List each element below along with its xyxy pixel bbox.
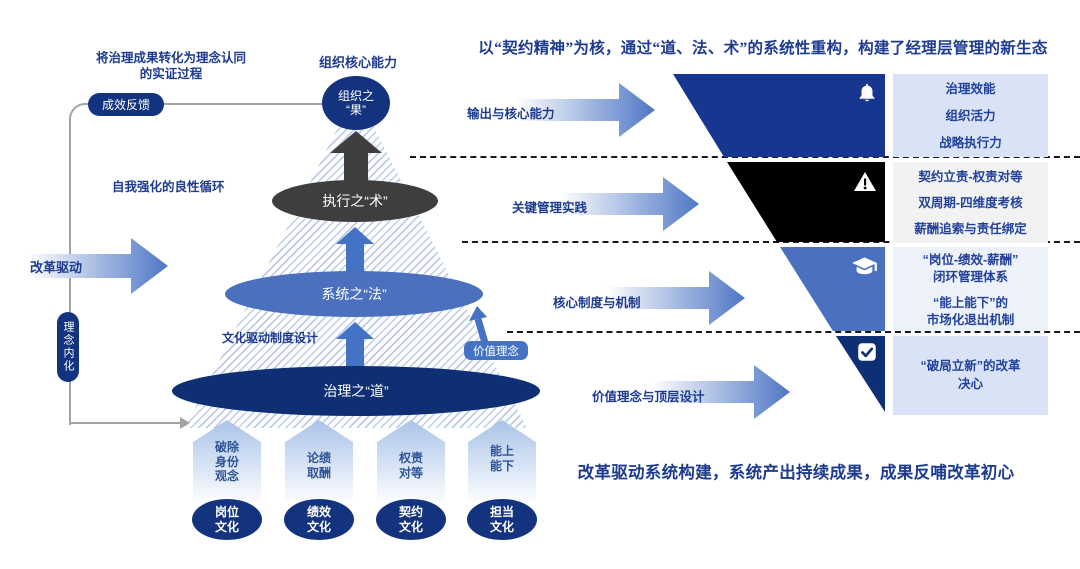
- circle-line: 文化: [489, 519, 514, 534]
- footer-slogan: 改革驱动系统构建，系统产出持续成果，成果反哺改革初心: [577, 463, 1015, 482]
- funnel-panel-system: “岗位-绩效-薪酬” 闭环管理体系 “能上能下”的 市场化退出机制: [893, 247, 1048, 331]
- flow-arrow-2: [560, 177, 699, 231]
- pyramid-level-result-line1: 组织之: [337, 89, 374, 103]
- house-line: 对等: [398, 465, 423, 480]
- value-badge-arrow-icon: [469, 306, 489, 344]
- circle-line: 文化: [398, 519, 423, 534]
- funnel-panel-practice: 契约立责-权责对等 双周期-四维度考核 薪酬追索与责任绑定: [893, 162, 1048, 243]
- pyramid-level-dao: 治理之“道”: [172, 366, 540, 416]
- flow-arrow-label-4: 价值理念与顶层设计: [592, 390, 705, 404]
- house-line: 观念: [214, 469, 239, 483]
- panel-line: “能上能下”的: [932, 296, 1008, 310]
- feedback-loop-bottom-line: [69, 422, 181, 424]
- feedback-note: 将治理成果转化为理念认同 的实证过程: [82, 50, 260, 82]
- up-arrow-icon: [336, 322, 374, 339]
- flow-arrow-1: [516, 83, 655, 137]
- funnel-panel-output: 治理效能 组织活力 战略执行力: [893, 74, 1048, 157]
- org-core-capability-label: 组织核心能力: [318, 55, 397, 70]
- value-badge: 价值理念: [464, 341, 528, 360]
- flow-arrow-label-1: 输出与核心能力: [467, 107, 555, 121]
- dashed-divider: [410, 156, 1080, 158]
- self-reinforcing-loop-label: 自我强化的良性循环: [112, 180, 225, 194]
- internalize-badge: 理念内化: [57, 312, 79, 382]
- page-title: 以“契约精神”为核，通过“道、法、术”的系统性重构，构建了经理层管理的新生态: [478, 40, 1048, 57]
- up-arrow-icon: [336, 227, 374, 244]
- culture-circle-responsibility: 担当 文化: [467, 499, 537, 540]
- circle-line: 文化: [214, 519, 239, 534]
- up-arrow-icon: [330, 131, 382, 153]
- bell-icon: [859, 83, 875, 102]
- pyramid-level-result-line2: “果”: [346, 103, 366, 117]
- circle-line: 文化: [306, 519, 331, 534]
- house-line: 权责: [398, 451, 423, 465]
- circle-line: 担当: [489, 505, 514, 519]
- circle-line: 岗位: [214, 505, 239, 519]
- up-arrow-shaft: [346, 337, 364, 368]
- circle-line: 契约: [398, 505, 423, 519]
- funnel-panel-value: “破局立新”的改革 决心: [893, 336, 1048, 415]
- inverted-funnel: [673, 74, 885, 412]
- house-line: 破除: [214, 440, 239, 454]
- dashed-divider: [507, 331, 1080, 333]
- panel-line: 治理效能: [945, 82, 996, 96]
- reform-drive-label: 改革驱动: [30, 260, 83, 275]
- house-rights-duties: 权责 对等: [377, 420, 445, 502]
- house-up-down: 能上 能下: [468, 420, 536, 502]
- feedback-note-line2: 的实证过程: [139, 67, 203, 81]
- house-line: 能下: [489, 458, 514, 473]
- pyramid-level-fa: 系统之“法”: [225, 271, 483, 317]
- up-arrow-shaft: [346, 242, 364, 273]
- feedback-badge: 成效反馈: [88, 93, 164, 116]
- culture-circle-contract: 契约 文化: [376, 499, 446, 540]
- panel-line: 战略执行力: [939, 136, 1002, 150]
- panel-line: 契约立责-权责对等: [918, 170, 1023, 184]
- panel-line: “破局立新”的改革: [920, 359, 1021, 373]
- panel-line: 双周期-四维度考核: [918, 196, 1023, 210]
- flow-arrow-3: [606, 271, 745, 325]
- up-arrow-shaft: [344, 151, 368, 184]
- culture-design-label: 文化驱动制度设计: [222, 331, 319, 345]
- flow-arrow-label-3: 核心制度与机制: [553, 296, 641, 310]
- feedback-loop-arrowhead-icon: [180, 417, 190, 429]
- pyramid-level-result: 组织之 “果”: [322, 76, 390, 130]
- check-icon: [858, 343, 876, 361]
- panel-line: “岗位-绩效-薪酬”: [922, 253, 1019, 267]
- flow-arrow-label-2: 关键管理实践: [512, 201, 588, 215]
- graduation-cap-icon: [852, 257, 877, 275]
- house-merit-pay: 论绩 取酬: [285, 420, 353, 502]
- house-post-concept: 破除 身份 观念: [193, 420, 261, 502]
- house-line: 论绩: [306, 451, 331, 465]
- panel-line: 决心: [957, 377, 983, 391]
- culture-circle-post: 岗位 文化: [192, 499, 262, 540]
- panel-line: 市场化退出机制: [926, 313, 1015, 327]
- house-line: 能上: [489, 444, 514, 458]
- dashed-divider: [462, 241, 1080, 243]
- panel-line: 组织活力: [945, 109, 996, 123]
- warning-icon: [854, 172, 876, 191]
- pyramid-level-shu: 执行之“术”: [272, 180, 438, 222]
- house-line: 身份: [214, 454, 239, 469]
- panel-line: 薪酬追索与责任绑定: [914, 222, 1027, 236]
- house-line: 取酬: [306, 465, 331, 480]
- culture-circle-performance: 绩效 文化: [284, 499, 354, 540]
- flow-arrow-4: [651, 365, 790, 419]
- reform-drive-arrow: [27, 238, 168, 294]
- circle-line: 绩效: [306, 505, 331, 519]
- panel-line: 闭环管理体系: [932, 270, 1008, 284]
- feedback-note-line1: 将治理成果转化为理念认同: [95, 51, 246, 65]
